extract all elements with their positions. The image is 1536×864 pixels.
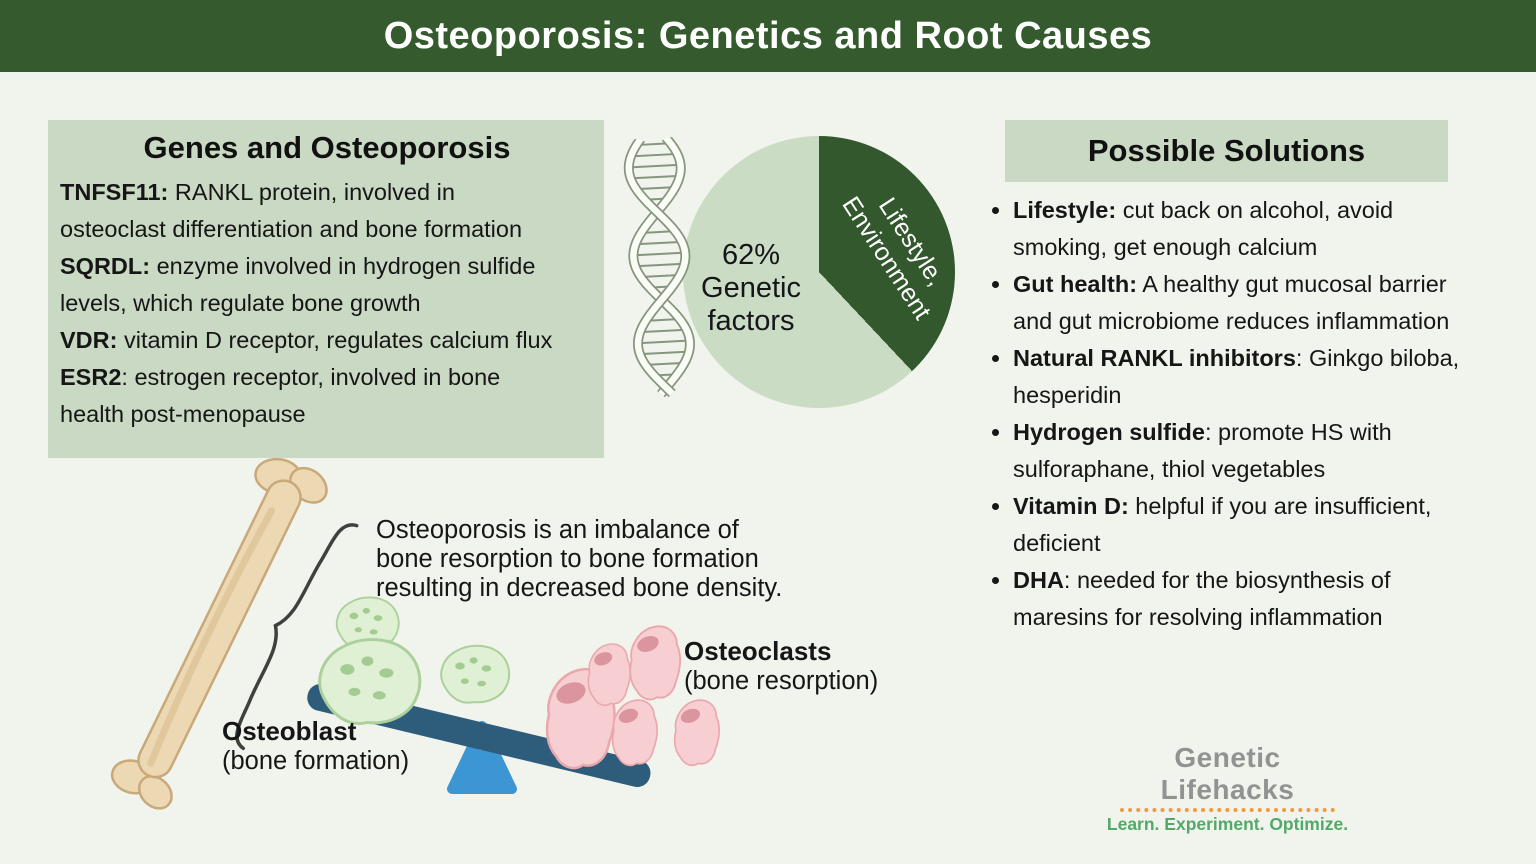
solution-label: DHA — [1013, 567, 1064, 593]
solutions-list: Lifestyle: cut back on alcohol, avoid sm… — [985, 192, 1505, 636]
gene-desc: vitamin D receptor, regulates calcium fl… — [117, 327, 553, 353]
gene-desc: enzyme involved in hydrogen sulfide leve… — [60, 253, 536, 316]
solution-label: Natural RANKL inhibitors — [1013, 345, 1296, 371]
solution-desc: cut back on alcohol, avoid smoking, get … — [1013, 197, 1394, 260]
solution-label: Vitamin D: — [1013, 493, 1129, 519]
gene-name: SQRDL: — [60, 253, 151, 279]
curly-brace-icon — [235, 523, 359, 751]
imbalance-caption: Osteoporosis is an imbalance of bone res… — [376, 516, 783, 602]
gene-name: ESR2 — [60, 364, 122, 390]
gene-entry-sqrdl: SQRDL: enzyme involved in hydrogen sulfi… — [60, 248, 594, 322]
osteoblast-label: Osteoblast(bone formation) — [222, 716, 409, 776]
solution-label: Gut health: — [1013, 271, 1138, 297]
solution-desc: : needed for the biosynthesis of maresin… — [1013, 567, 1391, 630]
osteoblast-cells-icon — [318, 596, 511, 725]
solution-label: Lifestyle: — [1013, 197, 1117, 223]
solutions-header: Possible Solutions — [1005, 120, 1448, 182]
solution-item-vitamin-d: Vitamin D: helpful if you are insufficie… — [1013, 488, 1505, 562]
solutions-panel: Possible Solutions Lifestyle: cut back o… — [985, 120, 1505, 636]
solution-label: Hydrogen sulfide — [1013, 419, 1205, 445]
logo-tagline: Learn. Experiment. Optimize. — [1106, 814, 1349, 834]
header-bar: Osteoporosis: Genetics and Root Causes — [0, 0, 1536, 72]
page-title: Osteoporosis: Genetics and Root Causes — [383, 14, 1153, 57]
osteoblast-title: Osteoblast — [222, 716, 357, 746]
solution-item-dha: DHA: needed for the biosynthesis of mare… — [1013, 562, 1505, 636]
solution-item-lifestyle: Lifestyle: cut back on alcohol, avoid sm… — [1013, 192, 1505, 266]
solution-item-hydrogen-sulfide: Hydrogen sulfide: promote HS with sulfor… — [1013, 414, 1505, 488]
solution-desc: A healthy gut mucosal barrier and gut mi… — [1013, 271, 1450, 334]
pie-label-genetic-factors: 62% Genetic factors — [701, 239, 801, 337]
gene-desc: RANKL protein, involved in osteoclast di… — [60, 179, 523, 242]
gene-name: VDR: — [60, 327, 118, 353]
gene-entry-tnfsf11: TNFSF11: RANKL protein, involved in oste… — [60, 174, 594, 248]
osteoclasts-label: Osteoclasts(bone resorption) — [684, 636, 878, 696]
genetic-lifehacks-logo: Genetic Lifehacks Learn. Experiment. Opt… — [1105, 742, 1350, 835]
solution-item-rankl-inhibitors: Natural RANKL inhibitors: Ginkgo biloba,… — [1013, 340, 1505, 414]
gene-name: TNFSF11: — [60, 179, 169, 205]
gene-entry-vdr: VDR: vitamin D receptor, regulates calci… — [60, 322, 594, 359]
gene-desc: : estrogen receptor, involved in bone he… — [60, 364, 501, 427]
genes-panel: Genes and Osteoporosis TNFSF11: RANKL pr… — [48, 120, 604, 458]
gene-entry-esr2: ESR2: estrogen receptor, involved in bon… — [60, 359, 594, 433]
genes-panel-title: Genes and Osteoporosis — [143, 130, 511, 165]
pie-label-lifestyle-environment: Lifestyle, Environment — [836, 191, 951, 325]
solution-item-gut-health: Gut health: A healthy gut mucosal barrie… — [1013, 266, 1505, 340]
seesaw-fulcrum-icon — [447, 721, 517, 794]
solution-desc: : promote HS with sulforaphane, thiol ve… — [1013, 419, 1392, 482]
solution-desc: : Ginkgo biloba, hesperidin — [1013, 345, 1460, 408]
logo-dotted-divider-icon — [1120, 808, 1335, 812]
osteoclasts-sub: (bone resorption) — [684, 667, 879, 695]
osteoblast-sub: (bone formation) — [222, 747, 410, 775]
logo-wordmark: Genetic Lifehacks — [1160, 742, 1295, 805]
solution-desc: helpful if you are insufficient, deficie… — [1013, 493, 1432, 556]
dna-helix-illustration — [623, 135, 695, 398]
solutions-title: Possible Solutions — [1087, 133, 1366, 168]
heritability-pie-chart: 62% Genetic factors Lifestyle, Environme… — [683, 136, 955, 408]
osteoclasts-title: Osteoclasts — [684, 636, 832, 666]
